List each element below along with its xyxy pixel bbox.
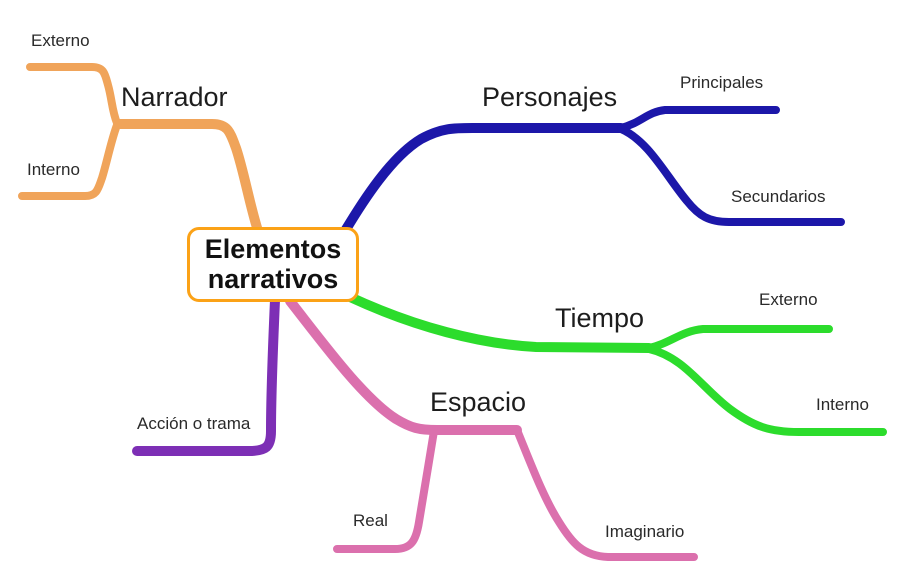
branch-personajes-secundarios-line xyxy=(617,125,845,226)
branch-tiempo-line xyxy=(345,292,654,353)
node-tiempo-interno: Interno xyxy=(816,395,869,414)
branch-personajes-line xyxy=(340,122,626,236)
node-narrador: Narrador xyxy=(121,82,228,112)
branch-personajes-principales-line xyxy=(617,106,780,132)
node-tiempo-externo: Externo xyxy=(759,290,818,309)
node-narrador-externo: Externo xyxy=(31,31,90,50)
node-personajes-principales: Principales xyxy=(680,73,764,92)
node-personajes-secundarios: Secundarios xyxy=(731,187,826,206)
node-tiempo: Tiempo xyxy=(555,303,645,333)
branch-espacio-imaginario-line xyxy=(513,426,698,561)
node-espacio-real: Real xyxy=(353,511,388,530)
branch-accion-o-trama-line xyxy=(132,295,280,456)
central-topic-line1: Elementos xyxy=(204,234,342,265)
central-topic-node: Elementos narrativos xyxy=(187,227,359,302)
branch-tiempo-interno-line xyxy=(645,345,887,436)
branch-narrador-externo-line xyxy=(26,63,121,127)
node-narrador-interno: Interno xyxy=(27,160,80,179)
node-espacio-imaginario: Imaginario xyxy=(605,522,685,541)
node-personajes: Personajes xyxy=(482,82,618,112)
branch-espacio-real-line xyxy=(333,427,438,553)
node-accion-o-trama: Acción o trama xyxy=(137,414,251,433)
branch-tiempo-externo-line xyxy=(645,325,833,352)
branch-narrador-line xyxy=(115,119,263,236)
branch-espacio-line xyxy=(285,296,522,435)
central-topic-line2: narrativos xyxy=(207,263,339,294)
node-espacio: Espacio xyxy=(430,387,527,417)
branch-narrador-interno-line xyxy=(18,121,121,200)
